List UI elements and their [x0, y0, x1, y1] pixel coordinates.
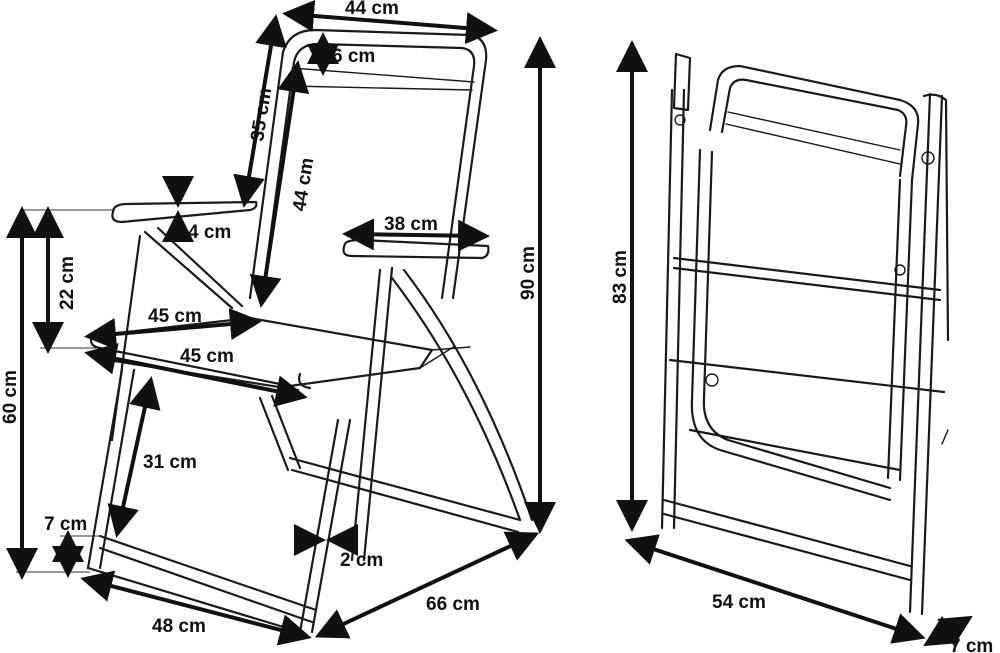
- label-seat-depth: 45 cm: [180, 346, 234, 367]
- label-back-top-band: 6 cm: [332, 46, 375, 67]
- label-foot-height: 7 cm: [44, 514, 87, 535]
- label-back-inner-height: 44 cm: [289, 156, 318, 212]
- label-back-top-width: 44 cm: [345, 0, 399, 19]
- label-armrest-length: 38 cm: [384, 214, 438, 235]
- label-folded-thickness: 7 cm: [950, 636, 993, 653]
- label-seat-depth-inner: 45 cm: [148, 306, 202, 327]
- label-leg-height: 31 cm: [143, 452, 197, 473]
- label-tube-width: 2 cm: [340, 550, 383, 571]
- label-folded-width: 54 cm: [712, 592, 766, 613]
- label-base-width: 48 cm: [152, 616, 206, 637]
- label-armrest-thickness: 4 cm: [188, 222, 231, 243]
- folded-chair-drawing: [660, 52, 950, 616]
- label-base-depth: 66 cm: [426, 594, 480, 615]
- label-total-height: 90 cm: [518, 246, 539, 300]
- label-armrest-height: 22 cm: [57, 256, 78, 310]
- label-folded-height: 83 cm: [610, 250, 631, 304]
- label-seat-height: 60 cm: [0, 370, 21, 424]
